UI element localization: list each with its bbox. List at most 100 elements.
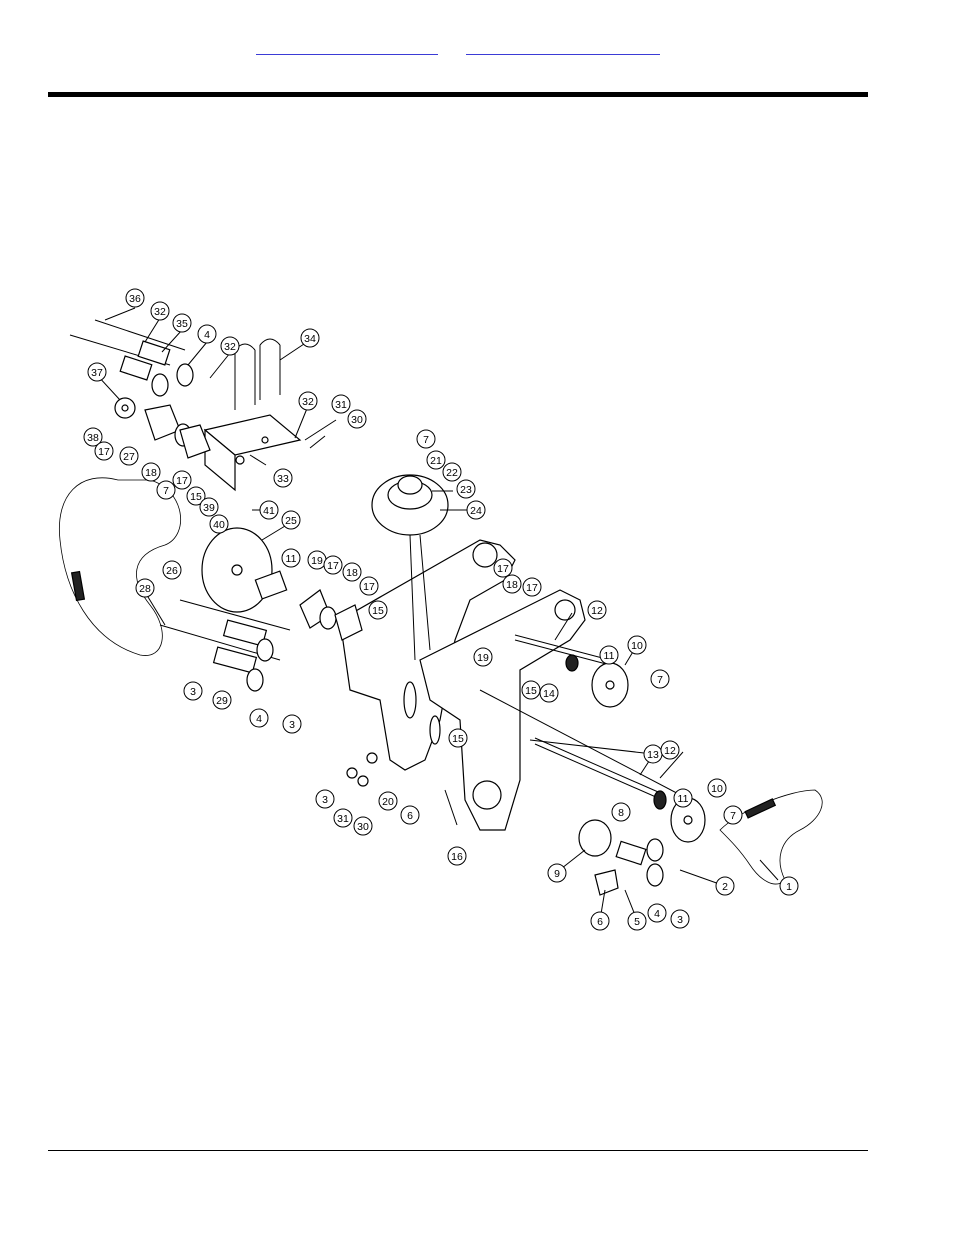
- callout-label: 35: [176, 318, 188, 330]
- callout-label: 17: [176, 475, 188, 487]
- spring-11-left: [254, 570, 288, 600]
- callout-label: 36: [129, 293, 141, 305]
- callout-label: 15: [190, 491, 202, 503]
- callout-label: 13: [647, 749, 659, 761]
- callout-14: 14: [539, 683, 559, 703]
- callout-label: 28: [139, 583, 151, 595]
- callout-39: 39: [199, 497, 219, 517]
- callout-17-f: 17: [522, 577, 542, 597]
- callout-32-c: 32: [298, 391, 318, 411]
- callout-22: 22: [442, 462, 462, 482]
- callout-label: 39: [203, 502, 215, 514]
- u-bolts-34: [234, 338, 281, 410]
- callout-label: 3: [677, 914, 683, 926]
- callout-label: 38: [87, 432, 99, 444]
- callout-17-b: 17: [172, 470, 192, 490]
- callout-30-a: 30: [347, 409, 367, 429]
- callout-label: 6: [407, 810, 413, 822]
- callout-label: 26: [166, 565, 178, 577]
- callout-11-c: 11: [673, 788, 693, 808]
- callout-label: 7: [657, 674, 663, 686]
- callout-label: 37: [91, 367, 103, 379]
- callout-17-c: 17: [323, 555, 343, 575]
- callout-label: 10: [711, 783, 723, 795]
- shaft-13: [479, 689, 706, 843]
- callout-label: 11: [286, 553, 297, 565]
- drive-chain-left: [58, 477, 181, 656]
- callout-28: 28: [135, 578, 155, 598]
- callout-label: 17: [526, 582, 538, 594]
- callout-37: 37: [87, 362, 107, 382]
- callout-label: 11: [678, 793, 689, 805]
- callout-label: 15: [452, 733, 464, 745]
- callout-3-a: 3: [183, 681, 203, 701]
- bracket-33: [203, 414, 302, 492]
- footer-rule: [48, 1150, 868, 1151]
- header-link-1[interactable]: [256, 40, 438, 55]
- callout-label: 31: [337, 813, 349, 825]
- callout-38: 38: [83, 427, 103, 447]
- callout-label: 12: [591, 605, 603, 617]
- callout-label: 4: [654, 908, 660, 920]
- callout-label: 24: [470, 505, 482, 517]
- callout-35: 35: [172, 313, 192, 333]
- callout-27: 27: [119, 446, 139, 466]
- callout-label: 41: [263, 505, 275, 517]
- callout-label: 3: [190, 686, 196, 698]
- callout-label: 25: [285, 515, 297, 527]
- callout-label: 32: [154, 306, 166, 318]
- callout-15-d: 15: [448, 728, 468, 748]
- callout-label: 19: [311, 555, 323, 567]
- callout-label: 4: [204, 329, 210, 341]
- callout-12-b: 12: [660, 740, 680, 760]
- callout-40: 40: [209, 514, 229, 534]
- callout-label: 7: [423, 434, 429, 446]
- lower-bolt-28: [159, 599, 291, 692]
- callout-32-a: 32: [150, 301, 170, 321]
- callout-label: 3: [322, 794, 328, 806]
- sprocket-25: [201, 527, 273, 613]
- callout-label: 21: [430, 455, 442, 467]
- callout-label: 7: [163, 485, 169, 497]
- callout-label: 20: [382, 796, 394, 808]
- callout-7-d: 7: [723, 805, 743, 825]
- callout-11-a: 11: [281, 548, 301, 568]
- callout-25: 25: [281, 510, 301, 530]
- callout-24: 24: [466, 500, 486, 520]
- callout-4-c: 4: [647, 903, 667, 923]
- callout-label: 33: [277, 473, 289, 485]
- main-frame: [339, 539, 586, 831]
- callout-label: 14: [543, 688, 555, 700]
- callout-16: 16: [447, 846, 467, 866]
- callout-15-a: 15: [186, 486, 206, 506]
- callout-3-b: 3: [282, 714, 302, 734]
- callout-label: 15: [372, 605, 384, 617]
- callout-36: 36: [125, 288, 145, 308]
- callout-label: 5: [634, 916, 640, 928]
- header-link-2[interactable]: [466, 40, 660, 55]
- callout-label: 18: [346, 567, 358, 579]
- callout-label: 23: [460, 484, 472, 496]
- callout-label: 2: [722, 881, 728, 893]
- callout-label: 10: [631, 640, 643, 652]
- shaft-14: [514, 634, 629, 708]
- callout-6-a: 6: [400, 805, 420, 825]
- callout-17-e: 17: [493, 558, 513, 578]
- callout-label: 19: [477, 652, 489, 664]
- callout-7-b: 7: [156, 480, 176, 500]
- callout-15-b: 15: [368, 600, 388, 620]
- callout-label: 18: [506, 579, 518, 591]
- callout-label: 17: [363, 581, 375, 593]
- callout-23: 23: [456, 479, 476, 499]
- callout-21: 21: [426, 450, 446, 470]
- callout-34: 34: [300, 328, 320, 348]
- exploded-parts-diagram: 36 32 35 4 32 34 37 32 31 30 38 17 18 17…: [48, 283, 830, 938]
- callout-18-c: 18: [502, 574, 522, 594]
- callout-31-b: 31: [333, 808, 353, 828]
- callout-label: 32: [302, 396, 314, 408]
- callout-10-b: 10: [707, 778, 727, 798]
- callout-label: 27: [123, 451, 135, 463]
- callout-label: 22: [446, 467, 458, 479]
- callout-label: 7: [730, 810, 736, 822]
- callout-label: 16: [451, 851, 463, 863]
